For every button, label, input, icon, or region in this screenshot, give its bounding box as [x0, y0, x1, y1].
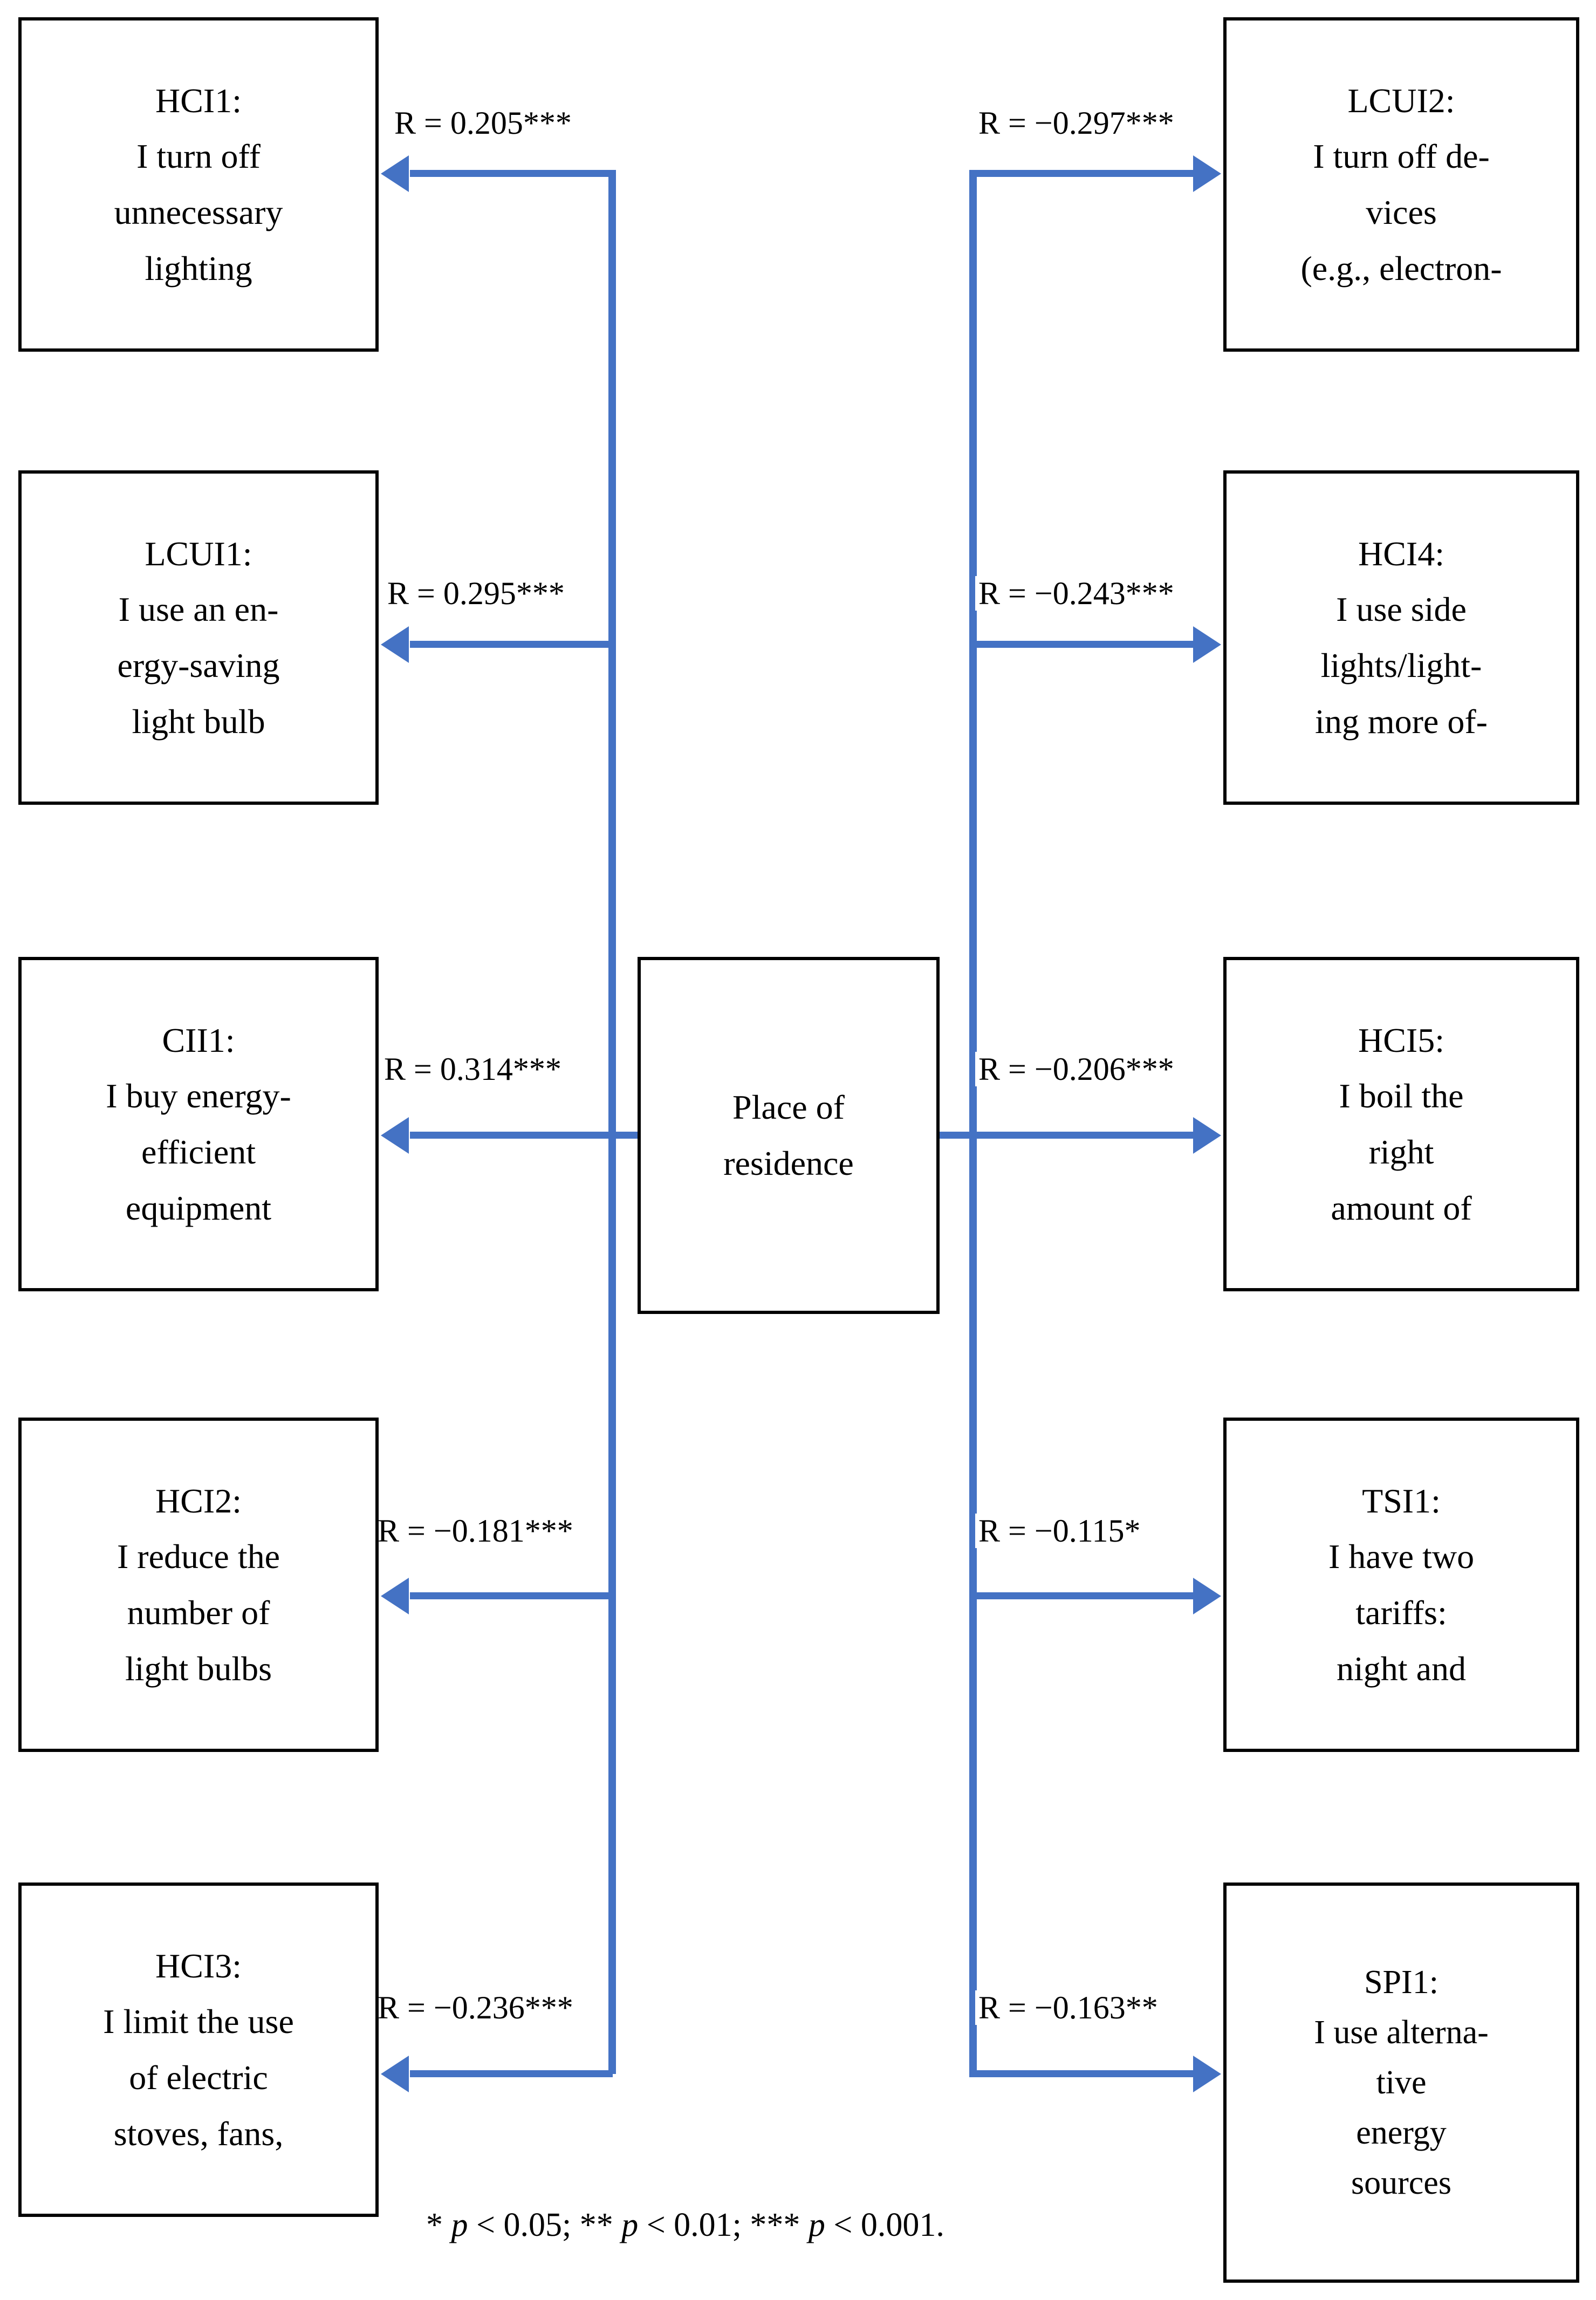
edge-label-lcui1: R = 0.295***: [384, 576, 568, 611]
edge-label-lcui2: R = −0.297***: [975, 106, 1177, 140]
footnote-part: *: [426, 2207, 451, 2243]
edge-line-hci4: [969, 641, 1196, 648]
edge-line-lcui2: [969, 170, 1196, 177]
node-hci5[interactable]: HCI5: I boil the right amount of: [1223, 957, 1579, 1291]
node-line: light bulbs: [125, 1649, 272, 1688]
node-line: unnecessary: [114, 193, 283, 231]
node-line: efficient: [141, 1133, 256, 1171]
node-line: I buy energy-: [106, 1077, 291, 1115]
edge-label-hci5: R = −0.206***: [975, 1052, 1177, 1086]
node-line: sources: [1351, 2164, 1451, 2201]
node-tsi1[interactable]: TSI1: I have two tariffs: night and: [1223, 1418, 1579, 1752]
edge-label-hci3: R = −0.236***: [374, 1990, 577, 2025]
node-lcui2[interactable]: LCUI2: I turn off de- vices (e.g., elect…: [1223, 17, 1579, 352]
footnote-part: < 0.01; ***: [638, 2207, 809, 2243]
node-line: light bulb: [132, 702, 265, 741]
node-line: I limit the use: [103, 2002, 294, 2041]
node-line: TSI1:: [1362, 1481, 1441, 1520]
edge-line-hci5: [969, 1132, 1196, 1139]
footnote-p-italic: p: [451, 2207, 468, 2243]
arrowhead-cii1: [381, 1117, 409, 1154]
node-line: residence: [723, 1144, 854, 1182]
edge-label-cii1: R = 0.314***: [381, 1052, 565, 1086]
node-line: CII1:: [162, 1021, 235, 1059]
node-line: energy: [1356, 2114, 1447, 2151]
arrowhead-lcui2: [1193, 155, 1221, 192]
node-line: ing more of-: [1315, 702, 1488, 741]
node-line: (e.g., electron-: [1300, 249, 1502, 288]
node-place-of-residence[interactable]: Place of residence: [638, 957, 940, 1314]
arrowhead-hci5: [1193, 1117, 1221, 1154]
edge-label-hci2: R = −0.181***: [374, 1514, 577, 1548]
arrowhead-hci1: [381, 155, 409, 192]
node-line: ergy-saving: [117, 646, 280, 684]
node-line: HCI1:: [155, 81, 242, 120]
arrowhead-hci4: [1193, 626, 1221, 663]
node-line: SPI1:: [1364, 1963, 1439, 2001]
node-line: I boil the: [1339, 1077, 1464, 1115]
edge-line-hci3: [410, 2070, 613, 2077]
edge-line-hci1: [410, 170, 613, 177]
footnote-p-italic: p: [808, 2207, 825, 2243]
left-trunk-line: [608, 170, 616, 2074]
node-lcui1[interactable]: LCUI1: I use an en- ergy-saving light bu…: [18, 470, 379, 805]
node-line: right: [1368, 1133, 1434, 1171]
node-line: I turn off de-: [1313, 137, 1490, 176]
node-hci2[interactable]: HCI2: I reduce the number of light bulbs: [18, 1418, 379, 1752]
node-line: lights/light-: [1320, 646, 1482, 684]
node-line: LCUI2:: [1347, 81, 1455, 120]
footnote-part: < 0.05; **: [468, 2207, 622, 2243]
footnote-part: < 0.001.: [825, 2207, 944, 2243]
arrowhead-lcui1: [381, 626, 409, 663]
significance-footnote: * p < 0.05; ** p < 0.01; *** p < 0.001.: [426, 2206, 944, 2244]
node-line: stoves, fans,: [113, 2114, 284, 2153]
node-hci1[interactable]: HCI1: I turn off unnecessary lighting: [18, 17, 379, 352]
edge-line-hci2: [410, 1592, 613, 1599]
node-line: Place of: [732, 1088, 845, 1127]
node-spi1[interactable]: SPI1: I use alterna- tive energy sources: [1223, 1883, 1579, 2283]
node-line: I reduce the: [117, 1537, 280, 1576]
edge-label-hci1: R = 0.205***: [391, 106, 575, 140]
edge-line-lcui1: [410, 641, 613, 648]
node-line: of electric: [129, 2058, 268, 2097]
node-line: number of: [127, 1593, 270, 1632]
edge-label-spi1: R = −0.163**: [975, 1990, 1161, 2025]
right-trunk-line: [969, 170, 977, 2074]
node-line: I use side: [1336, 590, 1467, 629]
edge-label-hci4: R = −0.243***: [975, 576, 1177, 611]
node-line: HCI3:: [155, 1946, 242, 1985]
node-line: night and: [1337, 1649, 1466, 1688]
node-cii1[interactable]: CII1: I buy energy- efficient equipment: [18, 957, 379, 1291]
node-line: LCUI1:: [145, 534, 252, 573]
left-trunk-to-center: [608, 1132, 641, 1139]
node-line: tariffs:: [1355, 1593, 1447, 1632]
edge-label-tsi1: R = −0.115*: [975, 1514, 1144, 1548]
arrowhead-spi1: [1193, 2056, 1221, 2092]
edge-line-spi1: [969, 2070, 1196, 2077]
node-hci4[interactable]: HCI4: I use side lights/light- ing more …: [1223, 470, 1579, 805]
node-line: vices: [1366, 193, 1437, 231]
node-line: tive: [1376, 2064, 1427, 2101]
node-line: HCI4:: [1358, 534, 1444, 573]
node-hci3[interactable]: HCI3: I limit the use of electric stoves…: [18, 1883, 379, 2217]
node-line: equipment: [125, 1188, 272, 1227]
node-line: I use an en-: [118, 590, 279, 629]
arrowhead-hci3: [381, 2056, 409, 2092]
node-line: I use alterna-: [1314, 2014, 1489, 2051]
footnote-p-italic: p: [621, 2207, 639, 2243]
node-line: I turn off: [136, 137, 261, 176]
node-line: HCI2:: [155, 1481, 242, 1520]
arrowhead-hci2: [381, 1578, 409, 1614]
node-line: lighting: [145, 249, 252, 288]
node-line: amount of: [1331, 1188, 1472, 1227]
node-line: I have two: [1328, 1537, 1475, 1576]
edge-line-cii1: [410, 1132, 613, 1139]
edge-line-tsi1: [969, 1592, 1196, 1599]
node-line: HCI5:: [1358, 1021, 1444, 1059]
arrowhead-tsi1: [1193, 1578, 1221, 1614]
right-trunk-from-center: [937, 1132, 972, 1139]
